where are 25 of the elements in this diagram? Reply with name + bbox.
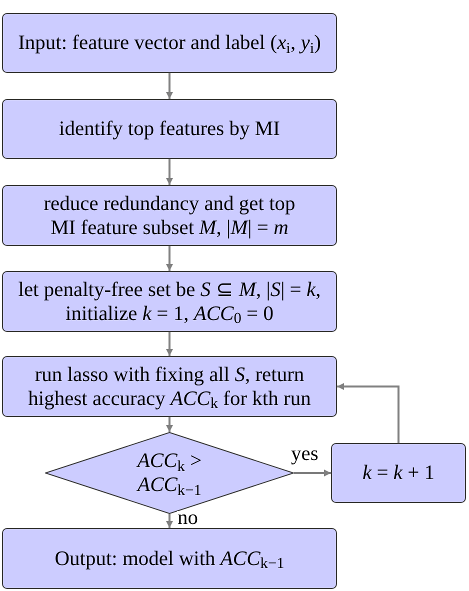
step-text: let penalty-free set be S ⊆ M, |S| = k, initialize k = 1, ACC$_{0}$ = 0 [17, 278, 322, 326]
flow-arrow [166, 73, 173, 99]
edge-label: yes [290, 447, 320, 462]
step-text: Output: model with ACC$_{k−1}$ [54, 546, 284, 570]
flow-arrow [166, 417, 173, 432]
step-text: identify top features by MI [59, 117, 280, 141]
flow-arrow [166, 514, 173, 528]
process-box [2, 528, 337, 589]
process-box [2, 356, 337, 417]
flow-arrow [294, 470, 331, 476]
step-text: Input: feature vector and label (x$_{i}$, y$_{i}$) [18, 31, 321, 55]
flow-arrow [166, 159, 173, 185]
step-text: k = k + 1 [362, 461, 435, 485]
edge-label: no [176, 511, 199, 526]
condition-text: ACC$_{k}$ > ACC$_{k−1}$ [135, 449, 203, 497]
flow-arrow [337, 383, 400, 443]
step-text: run lasso with fixing all S, return highest accuracy ACC$_{k}$ for kth run [27, 362, 312, 410]
process-box [2, 13, 337, 73]
step-text: reduce redundancy and get top MI feature subset M, |M| = m [42, 192, 296, 240]
process-box [2, 271, 337, 332]
flow-arrow [166, 332, 173, 356]
flow-arrow [166, 246, 173, 271]
process-box [331, 443, 466, 503]
process-box [2, 99, 337, 159]
process-box [2, 185, 337, 246]
